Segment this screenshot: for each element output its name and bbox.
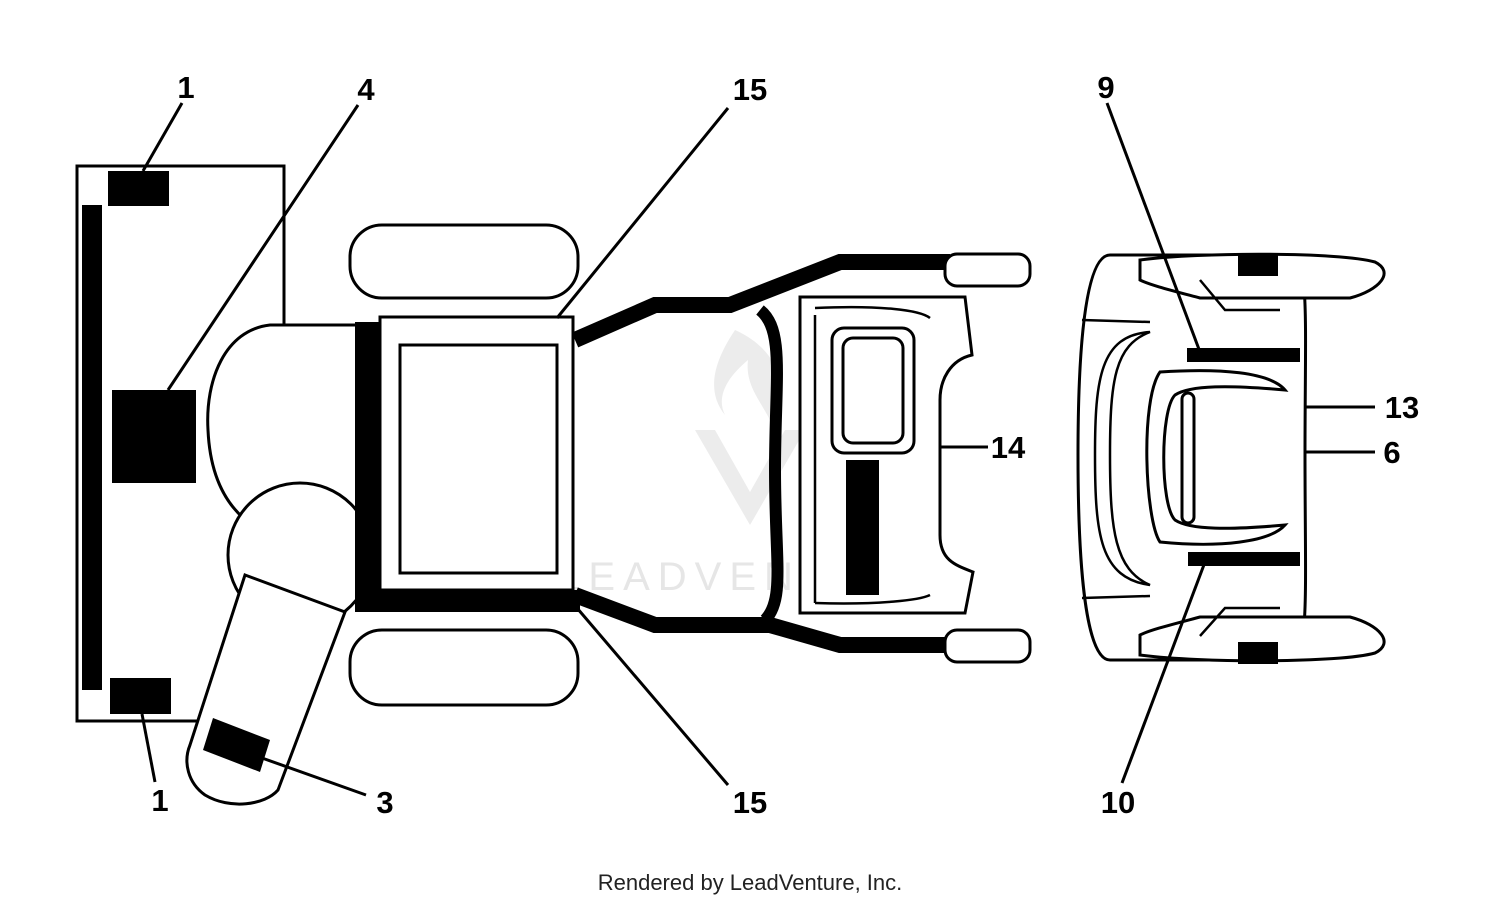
front-axle-top [943,252,1032,288]
decal-14 [846,460,879,595]
leader-lines [140,102,1375,797]
frame [571,252,1032,664]
front-axle-bottom [943,628,1032,664]
callout-3: 3 [376,785,393,820]
callout-14: 14 [991,430,1026,465]
callout-1-bottom: 1 [151,783,168,818]
callout-6: 6 [1383,435,1400,470]
watermark-chevron-icon [695,430,805,525]
deck-side-strip [82,205,102,690]
seat-cushion [398,343,559,575]
callout-15-bottom: 15 [733,785,767,820]
callout-4: 4 [357,72,375,107]
decal-10 [1188,552,1300,566]
seat-body [355,315,580,612]
decal-1-top [108,171,169,206]
gauge-inner [841,336,905,445]
rear-wheel-bottom [348,628,580,707]
callout-13: 13 [1385,390,1419,425]
grille-slot [1180,391,1196,525]
callout-1-top: 1 [177,70,194,105]
callout-9: 9 [1097,70,1114,105]
hood-panel [798,295,975,615]
front-view [1076,252,1386,664]
decal-3 [203,718,270,772]
footer-credit: Rendered by LeadVenture, Inc. [597,870,903,895]
rear-wheel-top [348,223,580,300]
decal-9 [1187,348,1300,362]
decal-1-bottom [110,678,171,714]
callout-10: 10 [1101,785,1135,820]
watermark-logo-icon [714,330,780,420]
decal-4 [112,390,196,483]
mower-deck [75,164,286,723]
callout-labels: 1 1 4 3 15 15 14 9 10 13 6 [151,70,1419,820]
callout-15-top: 15 [733,72,767,107]
